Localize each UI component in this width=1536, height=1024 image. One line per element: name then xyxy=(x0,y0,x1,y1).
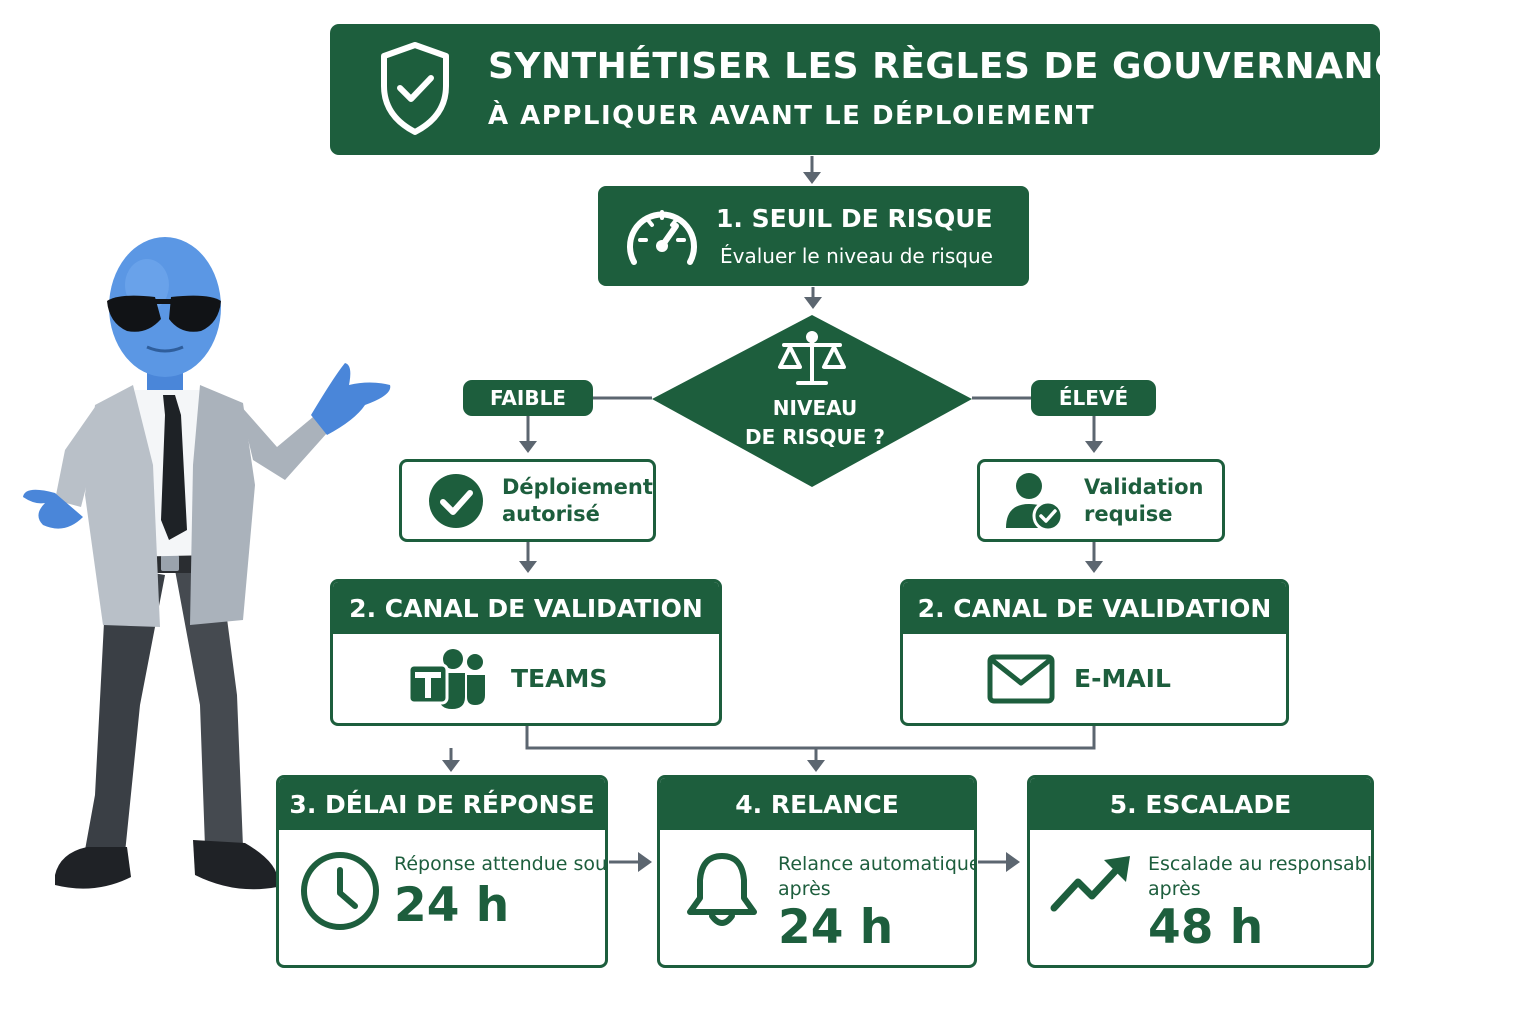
outcome-deploy-authorized: Déploiement autorisé xyxy=(399,459,656,542)
check-circle-icon xyxy=(429,473,483,528)
shield-check-icon xyxy=(381,42,449,135)
channel-right-title: 2. CANAL DE VALIDATION xyxy=(903,582,1286,634)
page-title: SYNTHÉTISER LES RÈGLES DE GOUVERNANCE xyxy=(488,46,1427,87)
scale-icon xyxy=(778,331,846,385)
step4-value: 24 h xyxy=(778,900,894,955)
step4-desc-line2: après xyxy=(778,878,831,900)
step5-title: 5. ESCALADE xyxy=(1030,778,1371,830)
outcome-low-line1: Déploiement xyxy=(502,474,653,499)
step4-desc-line1: Relance automatique xyxy=(778,853,977,875)
page-subtitle: À APPLIQUER AVANT LE DÉPLOIEMENT xyxy=(488,101,1096,131)
step-response-delay: 3. DÉLAI DE RÉPONSE Réponse attendue sou… xyxy=(276,775,608,968)
step5-desc-line1: Escalade au responsable xyxy=(1148,853,1374,875)
step3-description: Réponse attendue sous xyxy=(394,852,608,877)
step5-desc-line2: après xyxy=(1148,878,1201,900)
step5-description: Escalade au responsable après xyxy=(1148,852,1374,902)
step5-value: 48 h xyxy=(1148,900,1264,955)
channel-teams-card: 2. CANAL DE VALIDATION TEAMS xyxy=(330,579,722,726)
channel-email-card: 2. CANAL DE VALIDATION E-MAIL xyxy=(900,579,1289,726)
step4-description: Relance automatique après xyxy=(778,852,977,902)
mail-icon xyxy=(987,654,1055,704)
step-risk-threshold: 1. SEUIL DE RISQUE Évaluer le niveau de … xyxy=(598,186,1029,286)
outcome-low-text: Déploiement autorisé xyxy=(502,474,653,528)
step4-title: 4. RELANCE xyxy=(660,778,974,830)
presenter-character-illustration xyxy=(23,237,391,890)
decision-label: NIVEAU DE RISQUE ? xyxy=(735,394,895,452)
header-banner: SYNTHÉTISER LES RÈGLES DE GOUVERNANCE À … xyxy=(330,24,1426,155)
bell-icon xyxy=(687,853,757,926)
branch-high-badge: ÉLEVÉ xyxy=(1031,380,1156,416)
decision-label-line1: NIVEAU xyxy=(772,396,858,420)
risk-decision-diamond xyxy=(652,315,972,487)
channel-right-label: E-MAIL xyxy=(1074,664,1171,693)
decision-label-line2: DE RISQUE ? xyxy=(745,425,885,449)
teams-icon xyxy=(407,649,485,709)
outcome-low-line2: autorisé xyxy=(502,501,600,526)
clock-icon xyxy=(301,852,379,930)
branch-low-badge: FAIBLE xyxy=(463,380,593,416)
user-check-icon xyxy=(1006,472,1064,531)
gauge-icon xyxy=(627,210,697,265)
channel-left-title: 2. CANAL DE VALIDATION xyxy=(333,582,719,634)
trend-up-icon xyxy=(1050,856,1130,912)
step3-desc-line1: Réponse attendue sous xyxy=(394,853,608,875)
step-reminder: 4. RELANCE Relance automatique après 24 … xyxy=(657,775,977,968)
step3-value: 24 h xyxy=(394,878,510,933)
step-escalation: 5. ESCALADE Escalade au responsable aprè… xyxy=(1027,775,1374,968)
outcome-high-line2: requise xyxy=(1084,501,1173,526)
outcome-validation-required: Validation requise xyxy=(977,459,1225,542)
channel-left-label: TEAMS xyxy=(511,664,608,693)
step3-title: 3. DÉLAI DE RÉPONSE xyxy=(279,778,605,830)
outcome-high-line1: Validation xyxy=(1084,474,1204,499)
step1-title: 1. SEUIL DE RISQUE xyxy=(716,204,993,233)
outcome-high-text: Validation requise xyxy=(1084,474,1204,528)
step1-subtitle: Évaluer le niveau de risque xyxy=(720,244,993,268)
